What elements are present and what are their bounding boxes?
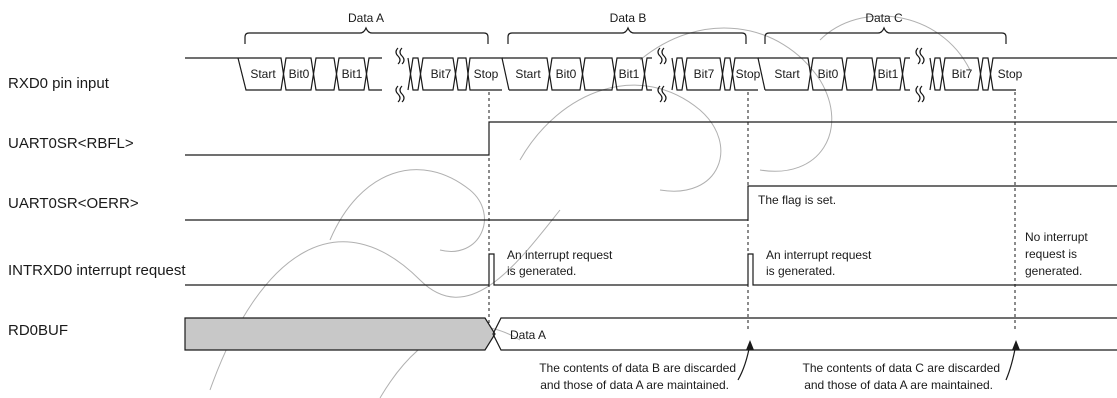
rxd0-waveform bbox=[185, 47, 1117, 103]
rbfl-waveform bbox=[185, 121, 1117, 156]
group-label-data-a: Data A bbox=[348, 11, 384, 25]
rxd0-fields: Start Bit0 Bit1 Bit7 Stop Start Bit0 Bit… bbox=[250, 67, 1022, 81]
brace-data-c: Data C bbox=[764, 11, 1007, 44]
brace-data-a: Data A bbox=[244, 11, 489, 44]
field-bit1-b: Bit1 bbox=[619, 67, 640, 81]
annotation-int-b: An interrupt request is generated. bbox=[507, 248, 613, 278]
svg-text:is generated.: is generated. bbox=[507, 264, 576, 278]
field-bit7-c: Bit7 bbox=[952, 67, 973, 81]
field-bit0-c: Bit0 bbox=[818, 67, 839, 81]
svg-text:request is: request is bbox=[1025, 247, 1077, 261]
svg-text:An interrupt request: An interrupt request bbox=[507, 248, 613, 262]
note-data-b: The contents of data B are discarded and… bbox=[539, 340, 754, 392]
field-stop-c: Stop bbox=[998, 67, 1023, 81]
group-label-data-c: Data C bbox=[865, 11, 903, 25]
annotation-no-int: No interrupt request is generated. bbox=[1025, 230, 1088, 278]
field-stop-b: Stop bbox=[736, 67, 761, 81]
svg-text:No interrupt: No interrupt bbox=[1025, 230, 1088, 244]
field-start-c: Start bbox=[774, 67, 800, 81]
svg-text:is generated.: is generated. bbox=[766, 264, 835, 278]
timing-markers bbox=[488, 92, 1016, 330]
field-bit1-c: Bit1 bbox=[878, 67, 899, 81]
svg-text:An interrupt request: An interrupt request bbox=[766, 248, 872, 262]
svg-text:The contents of data C are dis: The contents of data C are discarded bbox=[803, 361, 1000, 375]
oerr-waveform bbox=[185, 185, 1117, 221]
brace-data-b: Data B bbox=[507, 11, 747, 44]
signal-label-rxd0: RXD0 pin input bbox=[8, 75, 110, 92]
field-stop-a: Stop bbox=[474, 67, 499, 81]
intrxd0-waveform bbox=[185, 253, 1117, 286]
signal-label-intrxd0: INTRXD0 interrupt request bbox=[8, 262, 186, 279]
svg-text:and those of data A are mainta: and those of data A are maintained. bbox=[804, 378, 993, 392]
signal-label-rd0buf: RD0BUF bbox=[8, 322, 68, 339]
signal-label-rbfl: UART0SR<RBFL> bbox=[8, 135, 134, 152]
svg-text:The contents of data B are dis: The contents of data B are discarded bbox=[539, 361, 736, 375]
svg-text:generated.: generated. bbox=[1025, 264, 1082, 278]
field-start-a: Start bbox=[250, 67, 276, 81]
annotation-flag-set: The flag is set. bbox=[758, 193, 836, 207]
field-bit1-a: Bit1 bbox=[342, 67, 363, 81]
field-bit7-a: Bit7 bbox=[431, 67, 452, 81]
signal-label-oerr: UART0SR<OERR> bbox=[8, 195, 139, 212]
svg-text:and those of data A are mainta: and those of data A are maintained. bbox=[540, 378, 729, 392]
buffer-value: Data A bbox=[510, 328, 546, 342]
field-bit0-a: Bit0 bbox=[289, 67, 310, 81]
field-bit0-b: Bit0 bbox=[556, 67, 577, 81]
group-label-data-b: Data B bbox=[610, 11, 647, 25]
rd0buf-waveform: Data A bbox=[184, 317, 1117, 351]
note-data-c: The contents of data C are discarded and… bbox=[803, 340, 1020, 392]
field-bit7-b: Bit7 bbox=[694, 67, 715, 81]
annotation-int-c: An interrupt request is generated. bbox=[766, 248, 872, 278]
field-start-b: Start bbox=[515, 67, 541, 81]
